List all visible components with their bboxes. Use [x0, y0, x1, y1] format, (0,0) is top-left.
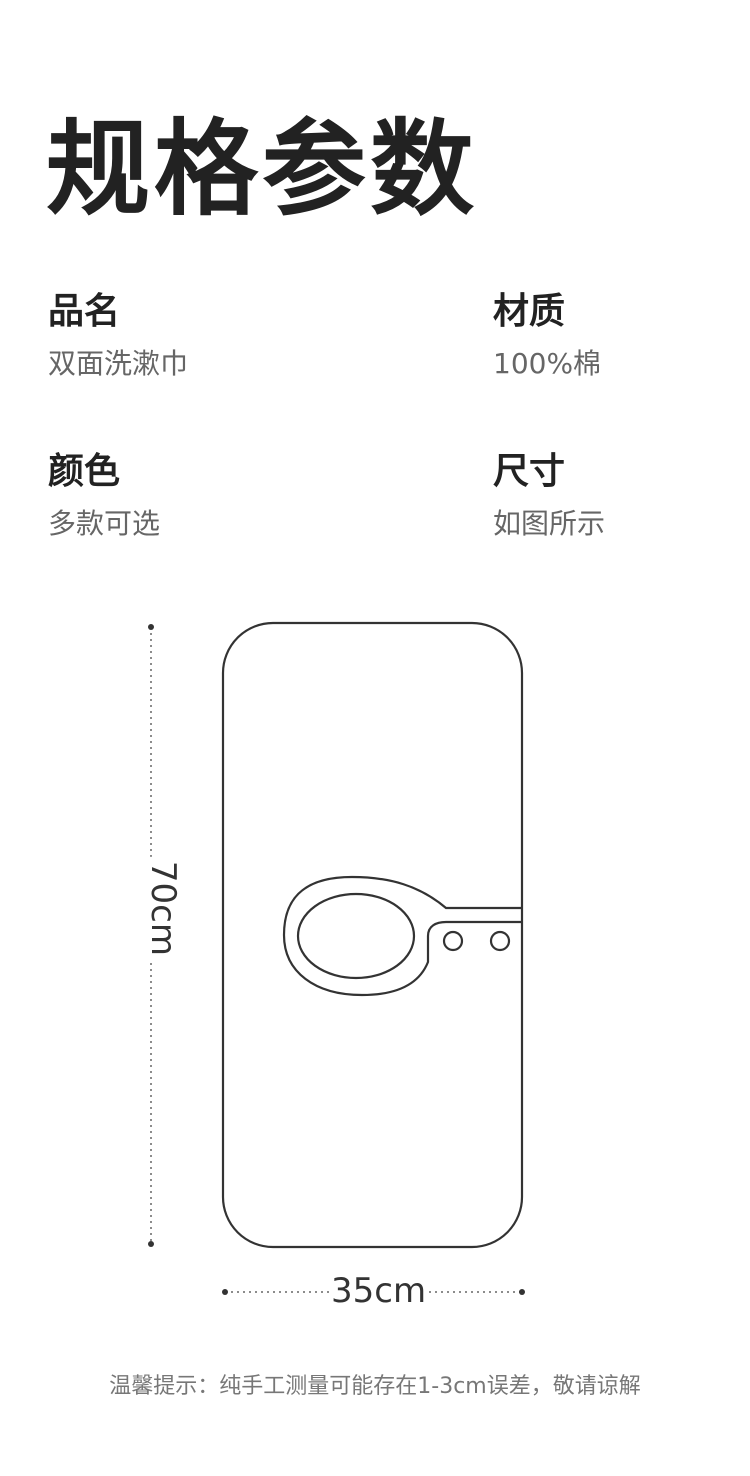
height-dimension-line	[148, 624, 154, 1247]
height-label: 70cm	[142, 856, 183, 960]
spec-material-label: 材质	[493, 291, 566, 332]
spec-size-value: 如图所示	[493, 507, 606, 541]
spec-size: 尺寸 如图所示	[493, 450, 605, 541]
spec-material-value: 100%棉	[493, 347, 602, 381]
towel-tag-icon	[282, 875, 522, 997]
spec-material: 材质 100%棉	[493, 290, 601, 381]
spec-name: 品名 双面洗漱巾	[48, 290, 188, 381]
spec-color: 颜色 多款可选	[48, 450, 160, 541]
width-dimension-line	[222, 1289, 525, 1295]
towel-outline	[221, 621, 524, 1249]
page-title: 规格参数	[46, 108, 479, 230]
towel-size-diagram	[148, 621, 525, 1295]
width-label: 35cm	[329, 1271, 429, 1312]
spec-color-label: 颜色	[48, 451, 121, 492]
spec-name-value: 双面洗漱巾	[48, 347, 189, 381]
spec-color-value: 多款可选	[48, 507, 161, 541]
spec-name-label: 品名	[48, 291, 121, 332]
spec-size-label: 尺寸	[493, 451, 566, 492]
measurement-note: 温馨提示：纯手工测量可能存在1-3cm误差，敬请谅解	[109, 1374, 641, 1399]
